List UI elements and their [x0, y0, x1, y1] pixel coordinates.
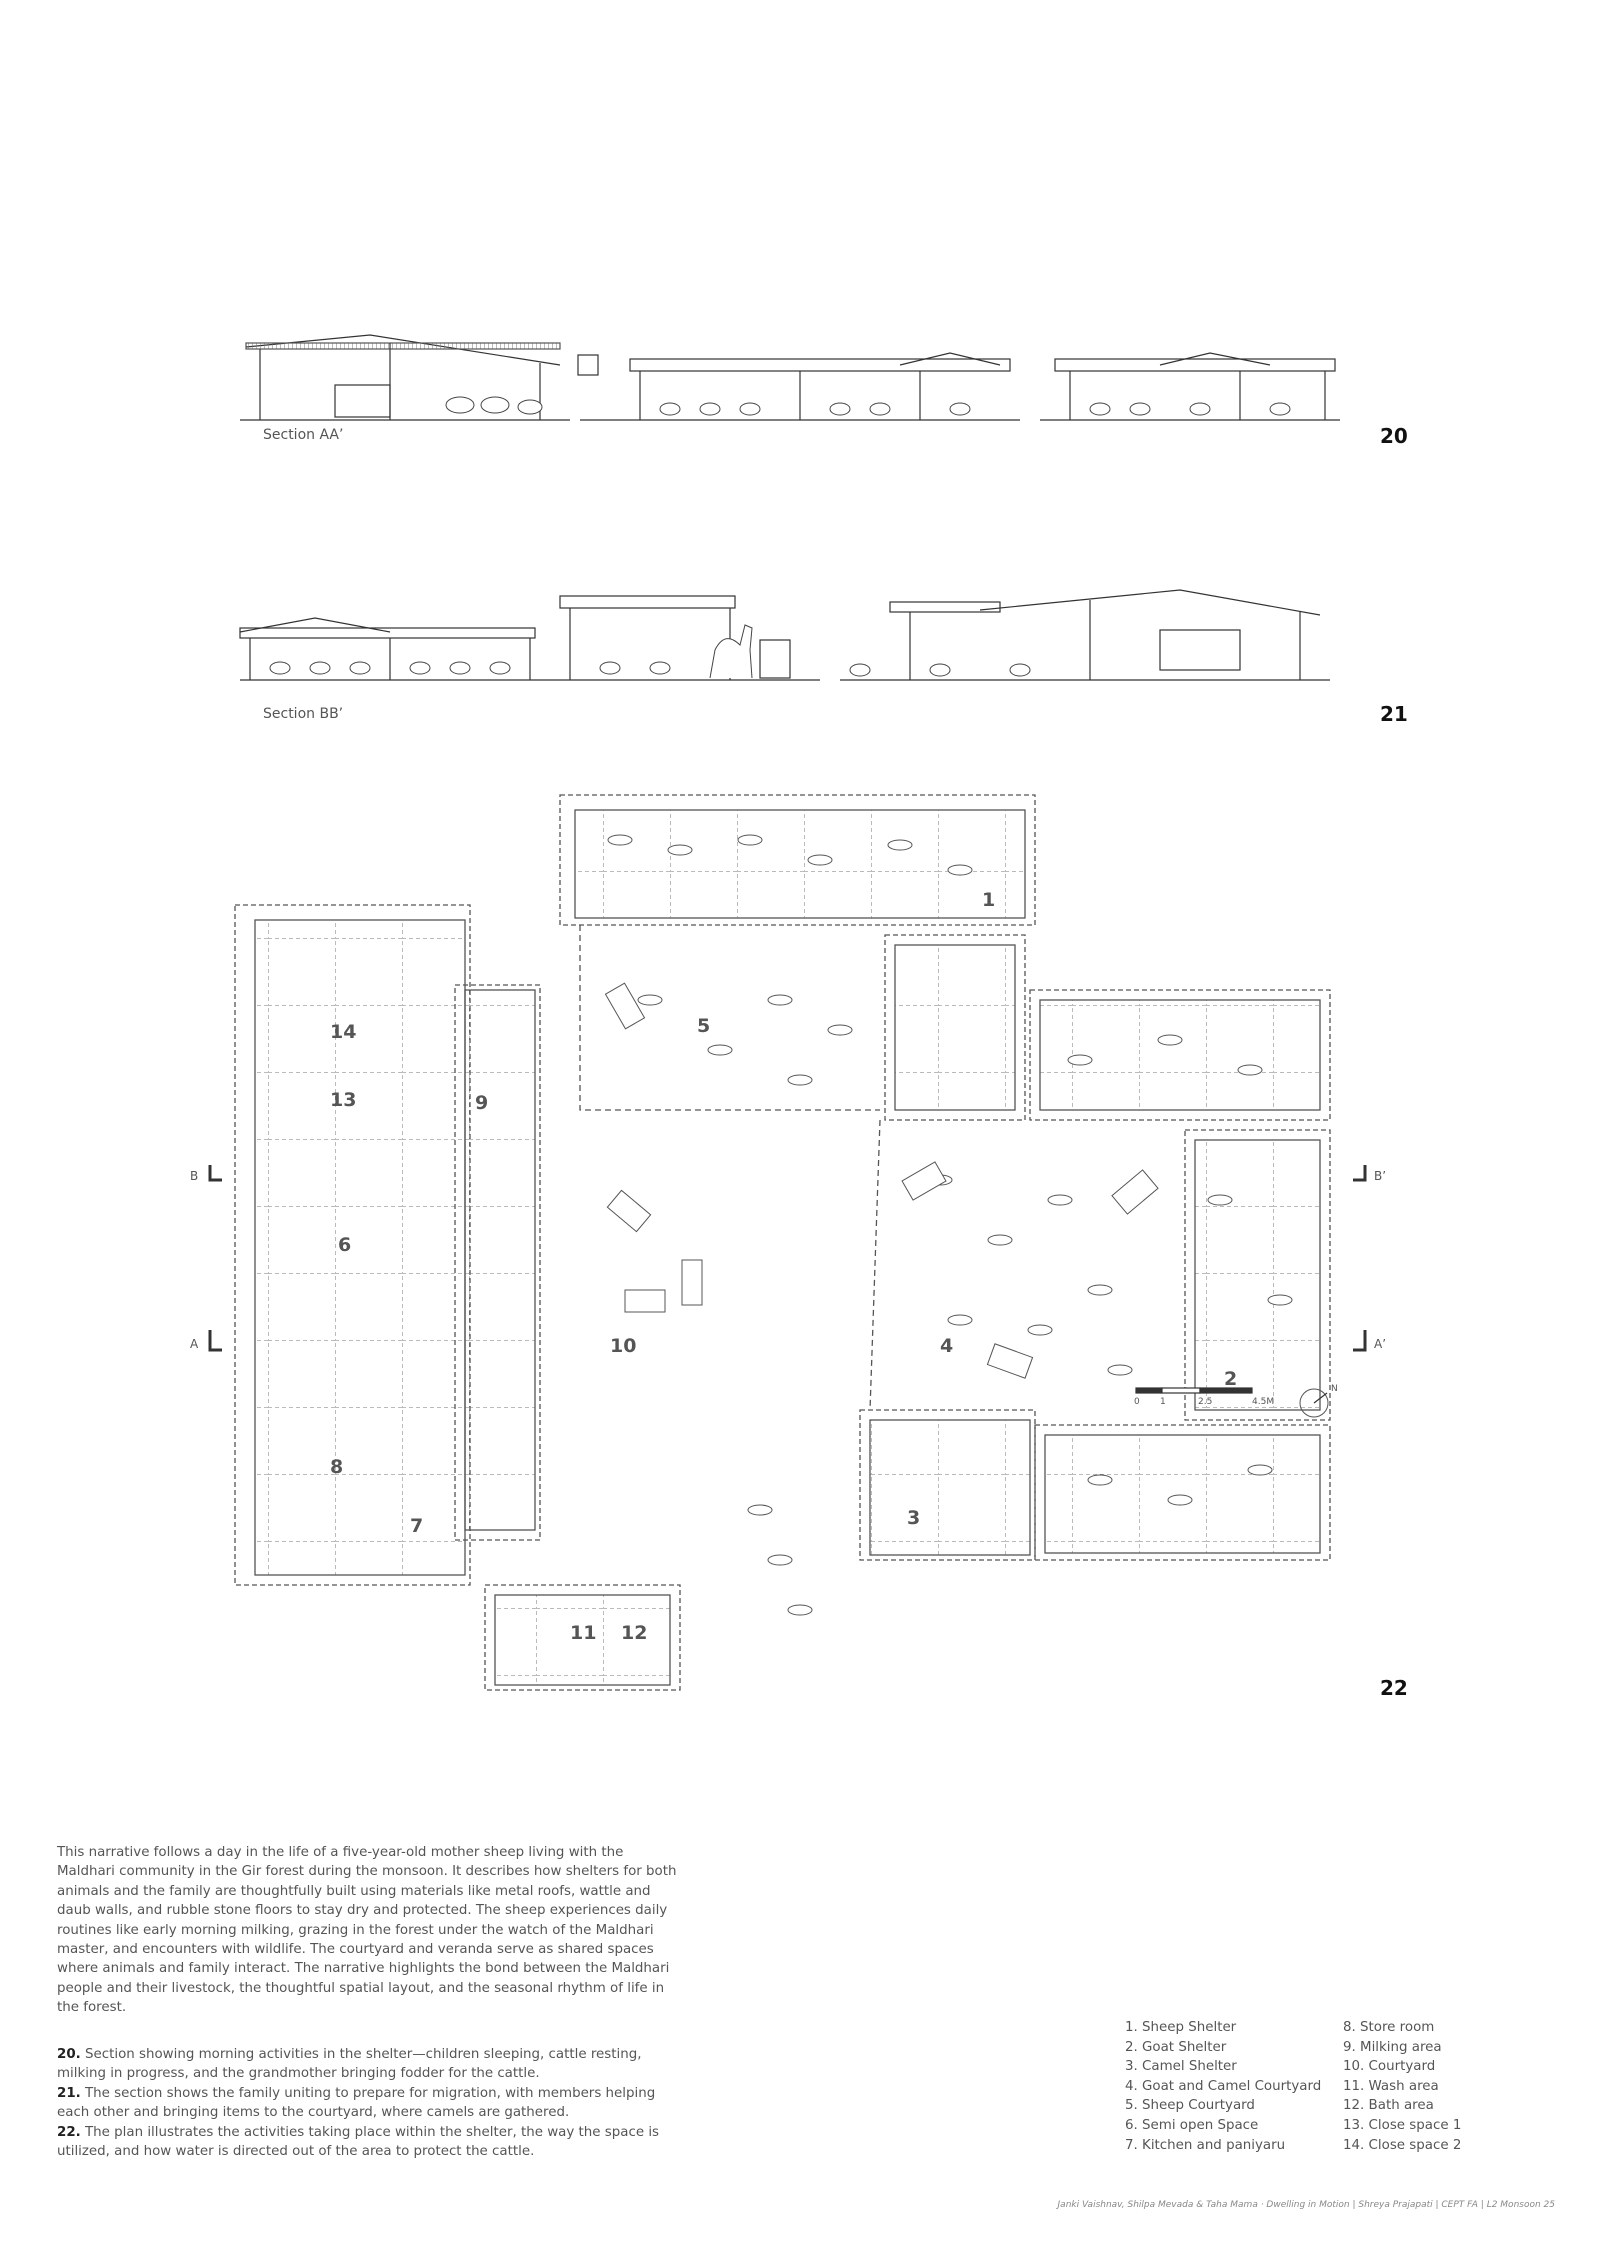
figure-number-20: 20 — [1380, 424, 1408, 448]
plan-number-7: 7 — [410, 1515, 423, 1537]
plan-number-12: 12 — [621, 1622, 647, 1644]
plan-number-9: 9 — [475, 1092, 488, 1114]
note-21: 21. The section shows the family uniting… — [57, 2085, 656, 2121]
north-label: N — [1331, 1384, 1338, 1394]
plan-number-4: 4 — [940, 1335, 953, 1357]
legend-item: 7. Kitchen and paniyaru — [1125, 2137, 1286, 2153]
plan-number-3: 3 — [907, 1507, 920, 1529]
legend-item: 5. Sheep Courtyard — [1125, 2098, 1255, 2114]
legend-item: 11. Wash area — [1343, 2078, 1439, 2094]
narrative-paragraph: This narrative follows a day in the life… — [57, 1845, 677, 2016]
scale-label-3: 4.5M — [1252, 1397, 1274, 1407]
scale-label-0: 0 — [1134, 1397, 1140, 1407]
plan-number-5: 5 — [697, 1015, 710, 1037]
section-bb-drawing — [239, 589, 1330, 681]
legend-item: 2. Goat Shelter — [1125, 2039, 1227, 2055]
legend-item: 10. Courtyard — [1343, 2059, 1436, 2075]
plan-number-6: 6 — [338, 1234, 351, 1256]
legend-item: 9. Milking area — [1343, 2039, 1442, 2055]
plan-number-11: 11 — [570, 1622, 596, 1644]
legend-item: 4. Goat and Camel Courtyard — [1125, 2078, 1322, 2094]
plan-number-13: 13 — [330, 1089, 356, 1111]
section-aa-drawing — [240, 334, 1340, 421]
section-aa-label: Section AA’ — [263, 427, 344, 443]
note-20: 20. Section showing morning activities i… — [57, 2047, 642, 2082]
legend-item: 13. Close space 1 — [1343, 2117, 1462, 2133]
legend-item: 6. Semi open Space — [1125, 2117, 1259, 2133]
figure-notes: 20. Section showing morning activities i… — [57, 2045, 684, 2161]
legend-item: 14. Close space 2 — [1343, 2137, 1462, 2153]
cut-marker-a-right: A’ — [1374, 1337, 1386, 1351]
plan-number-1: 1 — [982, 889, 995, 911]
north-arrow-icon — [1299, 1388, 1329, 1418]
legend-item: 3. Camel Shelter — [1125, 2059, 1237, 2075]
scale-label-2: 2.5 — [1198, 1397, 1212, 1407]
plan-drawing: 1 2 3 4 5 6 7 8 9 10 11 12 13 14 B B’ A … — [190, 794, 1386, 1691]
legend-left: 1. Sheep Shelter 2. Goat Shelter 3. Came… — [1125, 2018, 1321, 2155]
cut-marker-b-left: B — [190, 1169, 198, 1183]
cut-marker-b-right: B’ — [1374, 1169, 1386, 1183]
plan-number-8: 8 — [330, 1456, 343, 1478]
legend-item: 8. Store room — [1343, 2020, 1435, 2035]
plan-number-14: 14 — [330, 1021, 356, 1043]
note-22: 22. The plan illustrates the activities … — [57, 2124, 660, 2160]
legend-item: 1. Sheep Shelter — [1125, 2020, 1237, 2035]
legend-item: 12. Bath area — [1343, 2098, 1434, 2114]
cut-marker-a-left: A — [190, 1337, 199, 1351]
legend-right: 8. Store room 9. Milking area 10. Courty… — [1343, 2018, 1461, 2155]
footer-credits: Janki Vaishnav, Shilpa Mevada & Taha Mam… — [1057, 2200, 1555, 2210]
scale-label-1: 1 — [1160, 1397, 1166, 1407]
plan-number-10: 10 — [610, 1335, 636, 1357]
figure-number-21: 21 — [1380, 702, 1408, 726]
plan-number-2: 2 — [1224, 1368, 1237, 1390]
section-bb-label: Section BB’ — [263, 706, 344, 722]
figure-number-22: 22 — [1380, 1676, 1408, 1700]
